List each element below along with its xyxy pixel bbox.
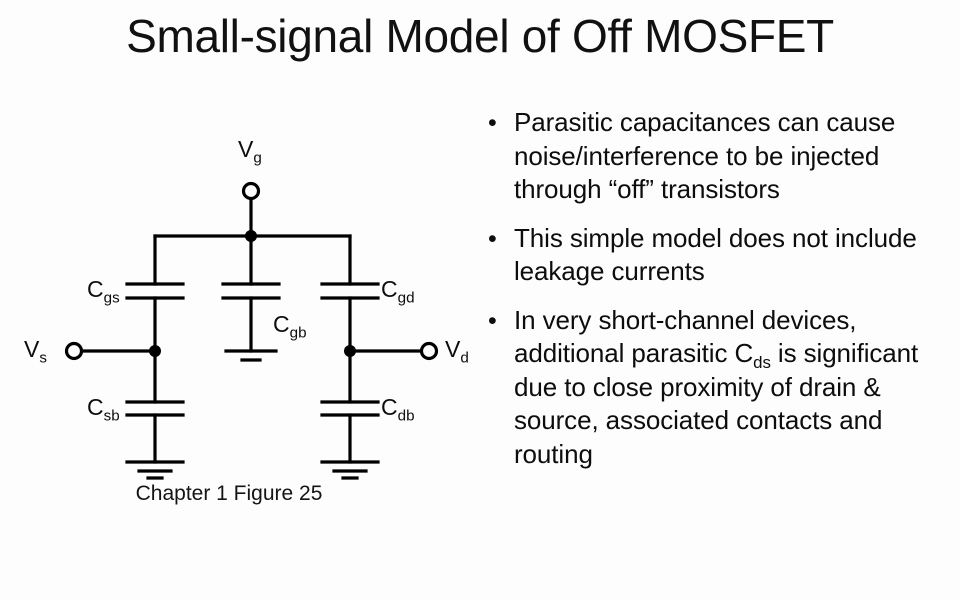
bullet-text-pre: In very short-channel devices, additiona…: [514, 304, 857, 369]
capacitor-label-cgb-sub: gb: [289, 324, 307, 342]
junction-gate-node: [245, 230, 257, 242]
terminal-label-vs: Vs: [24, 336, 47, 366]
capacitor-label-cgb: Cgb: [273, 311, 307, 341]
terminal-vs-port: [64, 341, 84, 361]
page-title: Small-signal Model of Off MOSFET: [126, 10, 834, 62]
figure-caption: Chapter 1 Figure 25: [135, 482, 323, 505]
terminal-label-vg-sub: g: [253, 149, 262, 167]
list-item: • In very short-channel devices, additio…: [484, 304, 950, 472]
capacitor-label-csb: Csb: [87, 394, 120, 424]
bullet-text: Parasitic capacitances can cause noise/i…: [514, 106, 950, 207]
capacitor-label-cgd-main: C: [381, 276, 398, 302]
capacitor-label-cgs: Cgs: [87, 276, 120, 306]
capacitor-label-cdb-main: C: [381, 394, 398, 420]
capacitor-label-cdb-sub: db: [397, 407, 415, 425]
capacitor-label-cgd-sub: gd: [397, 289, 415, 307]
list-item: • Parasitic capacitances can cause noise…: [484, 106, 950, 207]
bullet-text-pre: Parasitic capacitances can cause noise/i…: [514, 107, 896, 204]
junction-source-node: [149, 345, 161, 357]
bullet-marker-icon: •: [488, 224, 497, 253]
capacitor-label-cgd: Cgd: [381, 276, 415, 306]
terminal-label-vd-main: V: [445, 336, 461, 362]
circuit-figure: Vg Vs Vd Cgs Cgb Cgd Csb Cdb Chapter 1 F…: [14, 130, 480, 530]
terminal-label-vg: Vg: [238, 136, 262, 166]
bullet-text: This simple model does not include leaka…: [514, 222, 950, 289]
bullet-list: • Parasitic capacitances can cause noise…: [484, 106, 950, 486]
bullet-text-sub: ds: [753, 353, 771, 373]
terminal-label-vd-sub: d: [460, 349, 469, 367]
terminal-label-vd: Vd: [445, 336, 469, 366]
bullet-text-pre: This simple model does not include leaka…: [514, 222, 917, 287]
circuit-schematic: [64, 181, 439, 480]
capacitor-label-cgs-main: C: [87, 276, 104, 302]
capacitor-label-cgs-sub: gs: [103, 289, 120, 307]
terminal-vd-port: [419, 341, 439, 361]
terminal-label-vs-sub: s: [39, 349, 47, 367]
junction-drain-node: [344, 345, 356, 357]
bullet-text-post: is significant due to close proximity of…: [514, 338, 919, 469]
terminal-vg-port: [241, 181, 261, 201]
capacitor-label-csb-sub: sb: [103, 407, 120, 425]
bullet-text: In very short-channel devices, additiona…: [514, 304, 950, 472]
terminal-label-vg-main: V: [238, 136, 254, 162]
bullet-marker-icon: •: [488, 306, 497, 335]
capacitor-label-cgb-main: C: [273, 311, 290, 337]
list-item: • This simple model does not include lea…: [484, 222, 950, 289]
bullet-marker-icon: •: [488, 109, 497, 137]
capacitor-label-csb-main: C: [87, 394, 104, 420]
terminal-label-vs-main: V: [24, 336, 40, 362]
capacitor-label-cdb: Cdb: [381, 394, 415, 424]
